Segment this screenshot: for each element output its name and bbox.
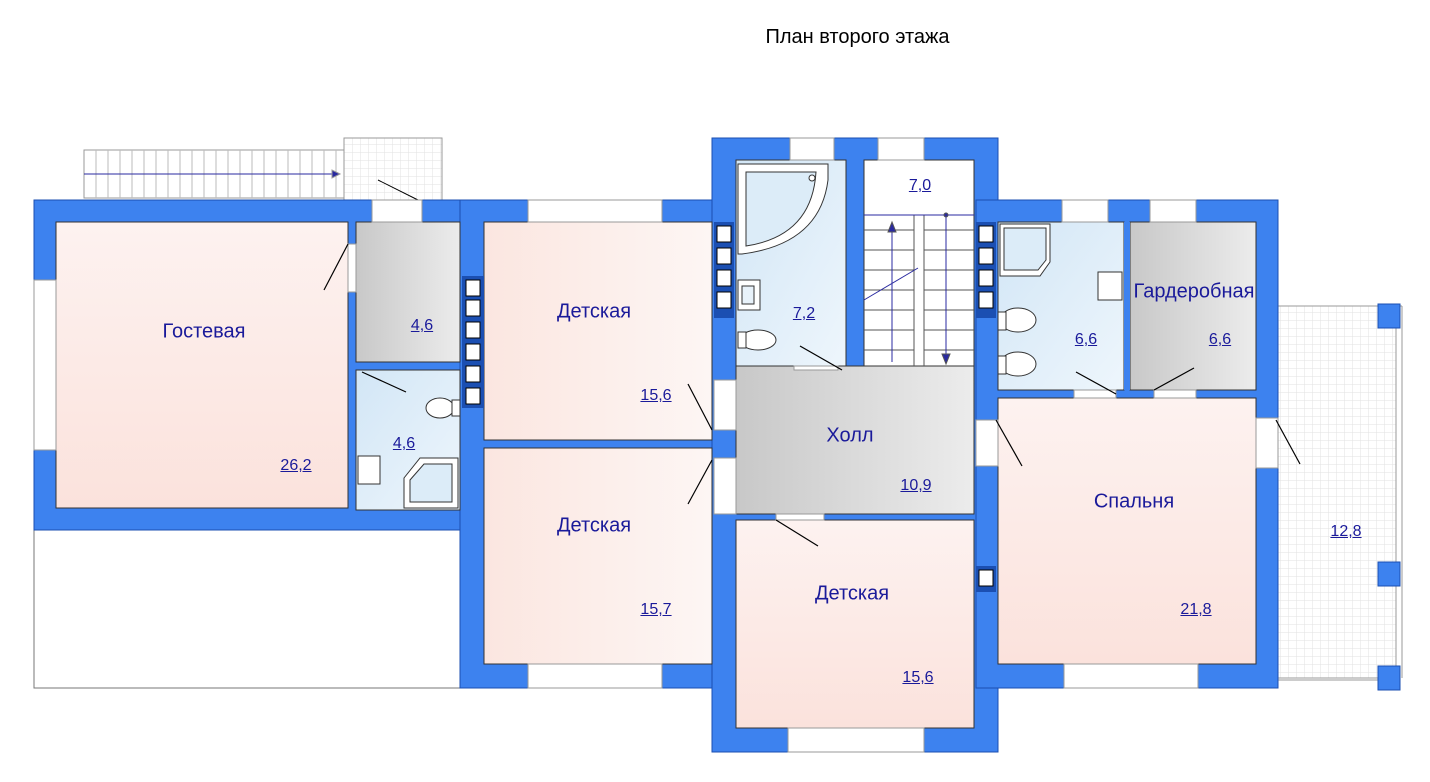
room-floors: [55, 159, 1257, 729]
interior-stairs: [863, 212, 974, 366]
fixtures: [357, 163, 1123, 509]
floor-closet: [355, 221, 461, 363]
room-area-stairs: 7,0: [908, 177, 932, 194]
room-area-kids2: 15,7: [640, 601, 672, 618]
room-area-hall: 10,9: [900, 477, 932, 494]
room-area-bath2: 6,6: [1074, 331, 1098, 348]
floor-kids1: [483, 221, 713, 441]
wardrobe-wall: [1124, 222, 1130, 390]
room-area-bedroom: 21,8: [1180, 601, 1212, 618]
room-area-kids3: 15,6: [902, 669, 934, 686]
room-name-guest: Гостевая: [162, 320, 246, 343]
room-area-terrace: 12,8: [1330, 523, 1362, 540]
door-swings: [323, 243, 1301, 547]
room-name-kids2: Детская: [556, 514, 632, 537]
openings: [33, 137, 1279, 753]
room-name-kids1: Детская: [556, 300, 632, 323]
room-area-kids1: 15,6: [640, 387, 672, 404]
room-area-guest: 26,2: [280, 457, 312, 474]
room-area-closet: 4,6: [410, 317, 434, 334]
room-area-wc: 4,6: [392, 435, 416, 452]
plan-title: План второго этажа: [765, 26, 950, 48]
vent-blocks: [462, 222, 996, 592]
lower-outline: [33, 530, 460, 689]
room-name-kids3: Детская: [814, 582, 890, 605]
floor-kids3: [735, 519, 975, 729]
floor-hall: [735, 365, 975, 515]
room-name-bedroom: Спальня: [1093, 490, 1175, 513]
floor-stairs: [863, 159, 975, 367]
terrace: [1277, 303, 1403, 691]
room-name-wardrobe: Гардеробная: [1133, 280, 1255, 303]
external-stairs: [83, 137, 443, 201]
room-area-bath: 7,2: [792, 305, 816, 322]
floor-wardrobe: [1129, 221, 1257, 391]
floor-bedroom: [997, 397, 1257, 665]
floor-guest: [55, 221, 349, 509]
room-name-hall: Холл: [826, 424, 874, 447]
room-area-wardrobe: 6,6: [1208, 331, 1232, 348]
floor-kids2: [483, 447, 713, 665]
